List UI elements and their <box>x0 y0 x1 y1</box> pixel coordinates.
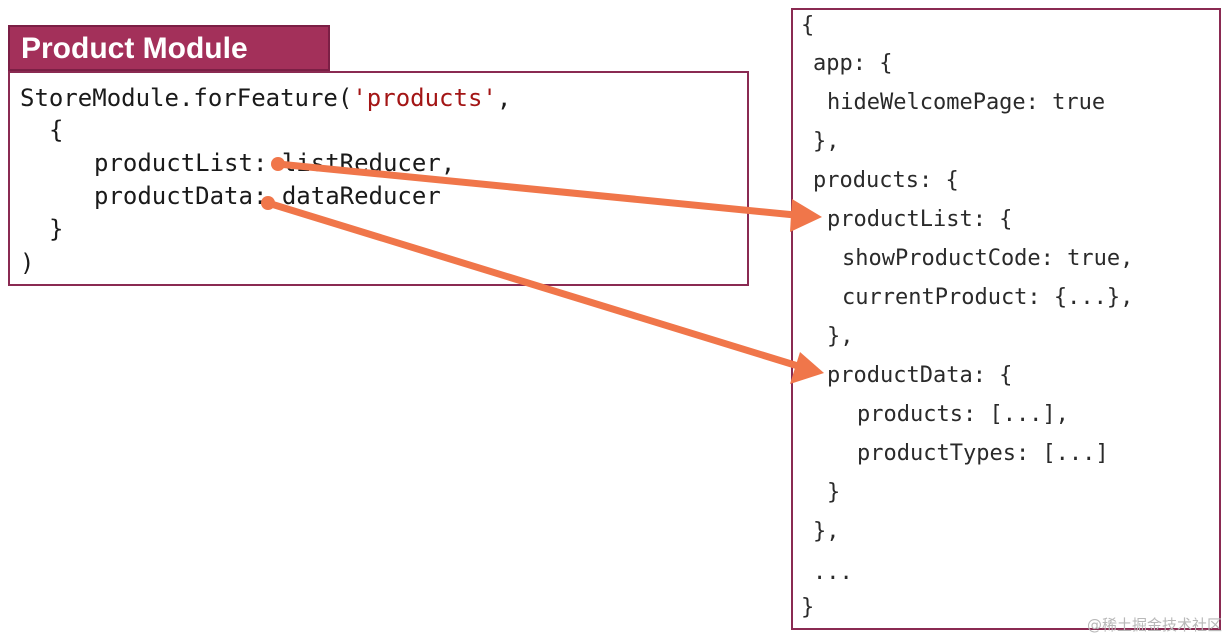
state-line-15: ... <box>813 560 853 585</box>
state-line-14: }, <box>813 519 840 544</box>
state-tree-box: { app: { hideWelcomePage: true }, produc… <box>791 8 1221 630</box>
state-line-6: productList: { <box>827 207 1013 232</box>
code-line-3: productList: listReducer, <box>94 149 456 177</box>
state-line-16: } <box>801 595 815 620</box>
module-title: Product Module <box>21 32 248 65</box>
state-line-1: { <box>801 13 815 38</box>
state-line-5: products: { <box>813 168 959 193</box>
code-line-2: { <box>49 116 64 144</box>
state-line-11: products: [...], <box>857 402 1069 427</box>
arrow-productdata <box>261 196 824 384</box>
state-line-10: productData: { <box>827 363 1013 388</box>
code-line-6: ) <box>20 249 35 277</box>
code-line-5: } <box>49 215 64 243</box>
state-line-3: hideWelcomePage: true <box>827 90 1106 115</box>
code-line-1-string: 'products' <box>352 84 497 112</box>
code-line-1: StoreModule.forFeature('products', <box>20 83 511 113</box>
state-line-2: app: { <box>813 51 893 76</box>
code-line-4: productData: dataReducer <box>94 182 441 210</box>
state-line-12: productTypes: [...] <box>857 441 1109 466</box>
code-line-1-prefix: StoreModule.forFeature( <box>20 84 353 112</box>
state-line-13: } <box>827 480 841 505</box>
code-box: StoreModule.forFeature('products', { pro… <box>8 71 749 286</box>
module-title-tab: Product Module <box>8 25 330 71</box>
state-line-4: }, <box>813 129 840 154</box>
arrow-productlist <box>271 157 822 232</box>
code-line-1-suffix: , <box>496 84 512 112</box>
state-line-9: }, <box>827 324 854 349</box>
watermark: @稀土掘金技术社区 <box>1086 616 1222 634</box>
state-line-8: currentProduct: {...}, <box>842 285 1134 310</box>
state-line-7: showProductCode: true, <box>842 246 1134 271</box>
